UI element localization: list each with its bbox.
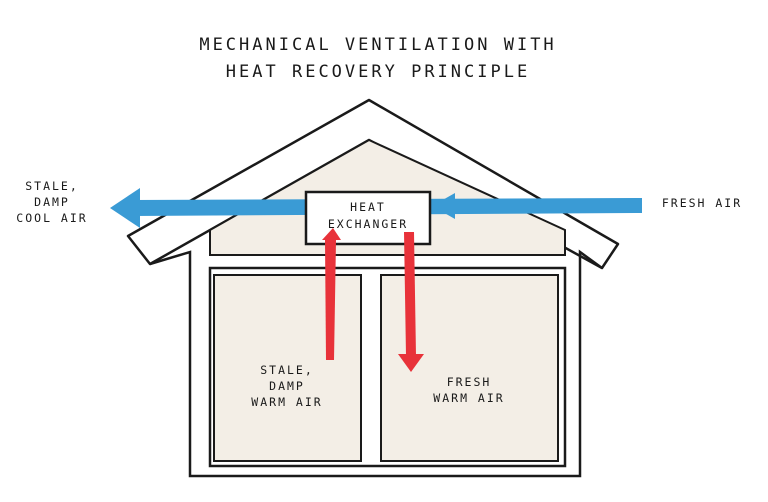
stale-room-label-3: WARM AIR	[251, 395, 322, 409]
room-right	[380, 274, 559, 462]
stale-room-label-2: DAMP	[269, 379, 305, 393]
fresh-air-down-arrow	[398, 232, 424, 372]
heat-exchanger-label-2: EXCHANGER	[328, 217, 408, 231]
fresh-in-label: FRESH AIR	[662, 196, 742, 210]
heat-exchanger-label-1: HEAT	[350, 200, 386, 214]
stale-out-label-2: DAMP	[34, 195, 70, 209]
title-line-1: MECHANICAL VENTILATION WITH	[199, 35, 556, 55]
stale-out-label-1: STALE,	[25, 179, 79, 193]
stale-room-label-1: STALE,	[260, 363, 314, 377]
fresh-room-label-2: WARM AIR	[433, 391, 504, 405]
stale-out-label-3: COOL AIR	[16, 211, 87, 225]
room-left	[213, 274, 362, 462]
title-line-2: HEAT RECOVERY PRINCIPLE	[226, 62, 530, 82]
stale-air-up-arrow	[322, 228, 341, 360]
house-walls	[149, 249, 603, 478]
fresh-room-label-1: FRESH	[447, 375, 492, 389]
